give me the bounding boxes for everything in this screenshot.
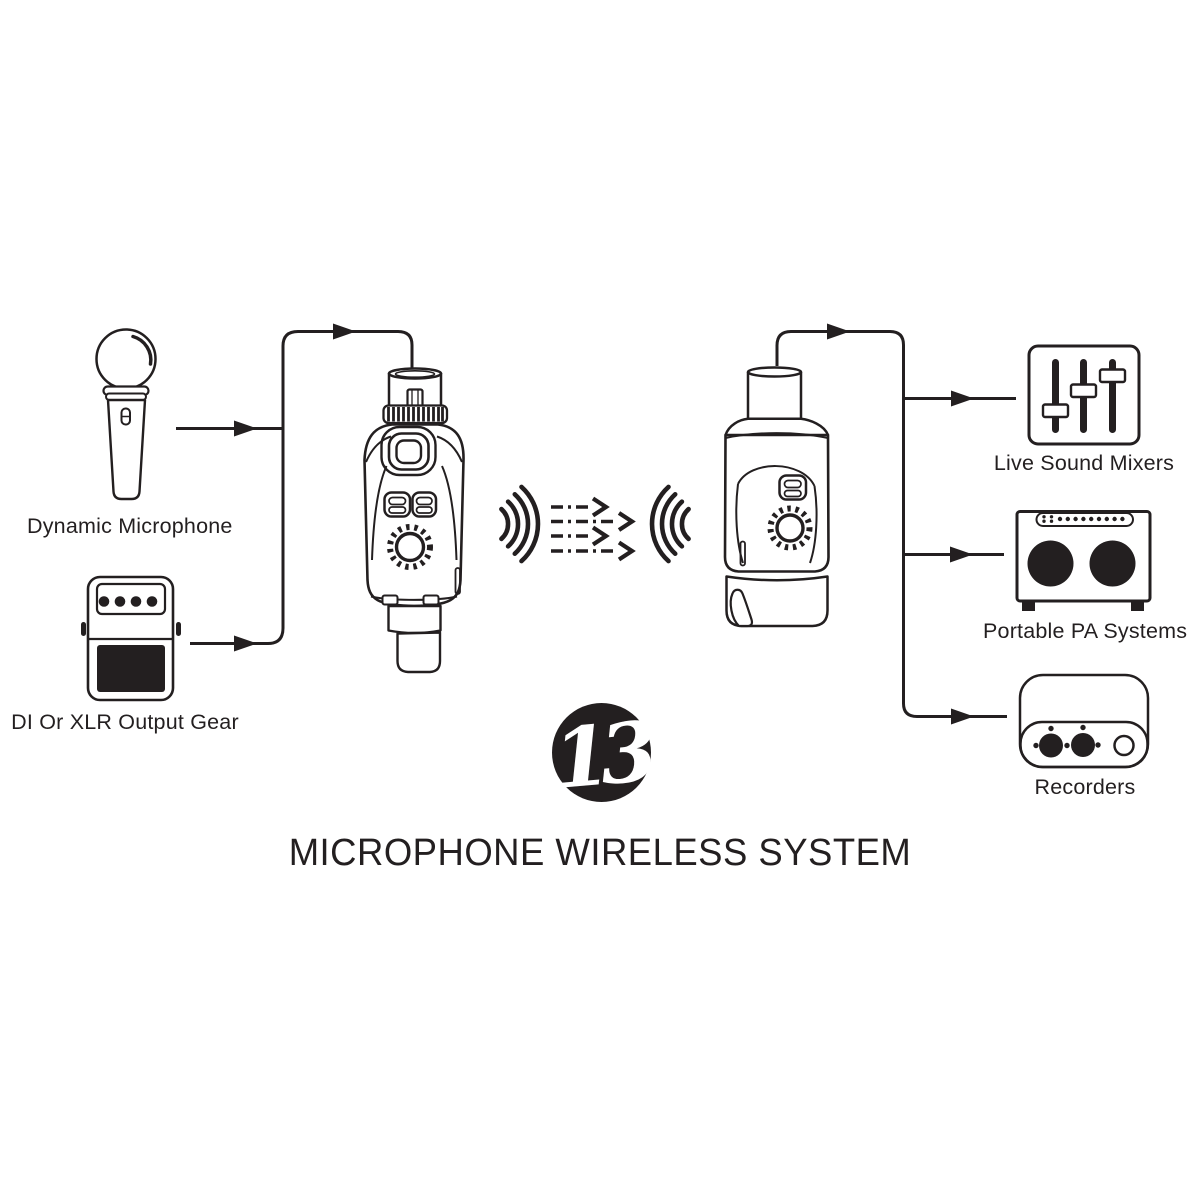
pedal-knob <box>98 596 110 607</box>
di-pedal-icon <box>81 575 181 702</box>
arrowhead-mic <box>234 420 257 437</box>
transmitter-button <box>411 491 438 518</box>
dynamic-microphone-icon <box>95 328 157 501</box>
logo-mark: 13 <box>549 704 658 808</box>
fader-handle <box>1069 383 1098 399</box>
arrowhead-to-transmitter <box>333 323 356 340</box>
xlr-transmitter-icon <box>363 367 465 674</box>
wireless-signal-icon <box>499 484 691 564</box>
fader-handle <box>1098 368 1127 384</box>
transmitter-dial-ticks <box>387 524 433 570</box>
pa-control-dots <box>1042 515 1125 523</box>
recorder-knob <box>1039 733 1063 758</box>
recorder-button <box>1113 734 1135 757</box>
rf-dashed-arrows <box>551 496 636 562</box>
transmitter-display-bezel <box>380 425 437 477</box>
arrowhead-to-recorder <box>951 708 974 725</box>
connector-left <box>176 323 414 652</box>
pedal-knob <box>130 596 142 607</box>
page-title: MICROPHONE WIRELESS SYSTEM <box>288 832 912 874</box>
di-gear-label: DI Or XLR Output Gear <box>11 710 239 734</box>
arrowhead-pedal <box>234 635 257 652</box>
transmitter-display <box>387 432 430 471</box>
recorder-knob <box>1071 733 1095 757</box>
pa-speaker-cone <box>1027 540 1074 587</box>
logo-circle <box>552 703 651 802</box>
mixer-faders-icon <box>1027 344 1141 446</box>
pa-speaker-cone <box>1089 540 1136 587</box>
xlr-receiver-icon <box>723 366 830 628</box>
pa-speaker-icon <box>1015 510 1152 611</box>
arrowhead-from-receiver <box>827 323 850 340</box>
mixers-label: Live Sound Mixers <box>993 451 1175 475</box>
pedal-footswitch <box>97 645 165 692</box>
arrowhead-to-mixer <box>951 390 974 407</box>
fader-handle <box>1041 403 1070 419</box>
brand-logo: 13 <box>549 703 658 808</box>
pa-systems-label: Portable PA Systems <box>983 619 1188 643</box>
transmitter-button <box>383 491 412 518</box>
recorders-label: Recorders <box>1034 775 1136 799</box>
pedal-knob <box>146 596 158 607</box>
recorder-icon <box>1018 673 1150 769</box>
receiver-button <box>778 474 808 501</box>
arrowhead-to-pa <box>950 546 973 563</box>
transmitter-dial <box>394 531 426 563</box>
pedal-knob <box>114 596 126 607</box>
receiver-dial-ticks <box>767 505 813 551</box>
microphone-label: Dynamic Microphone <box>27 514 233 538</box>
connector-right <box>775 323 1016 725</box>
receiver-dial <box>775 513 805 543</box>
